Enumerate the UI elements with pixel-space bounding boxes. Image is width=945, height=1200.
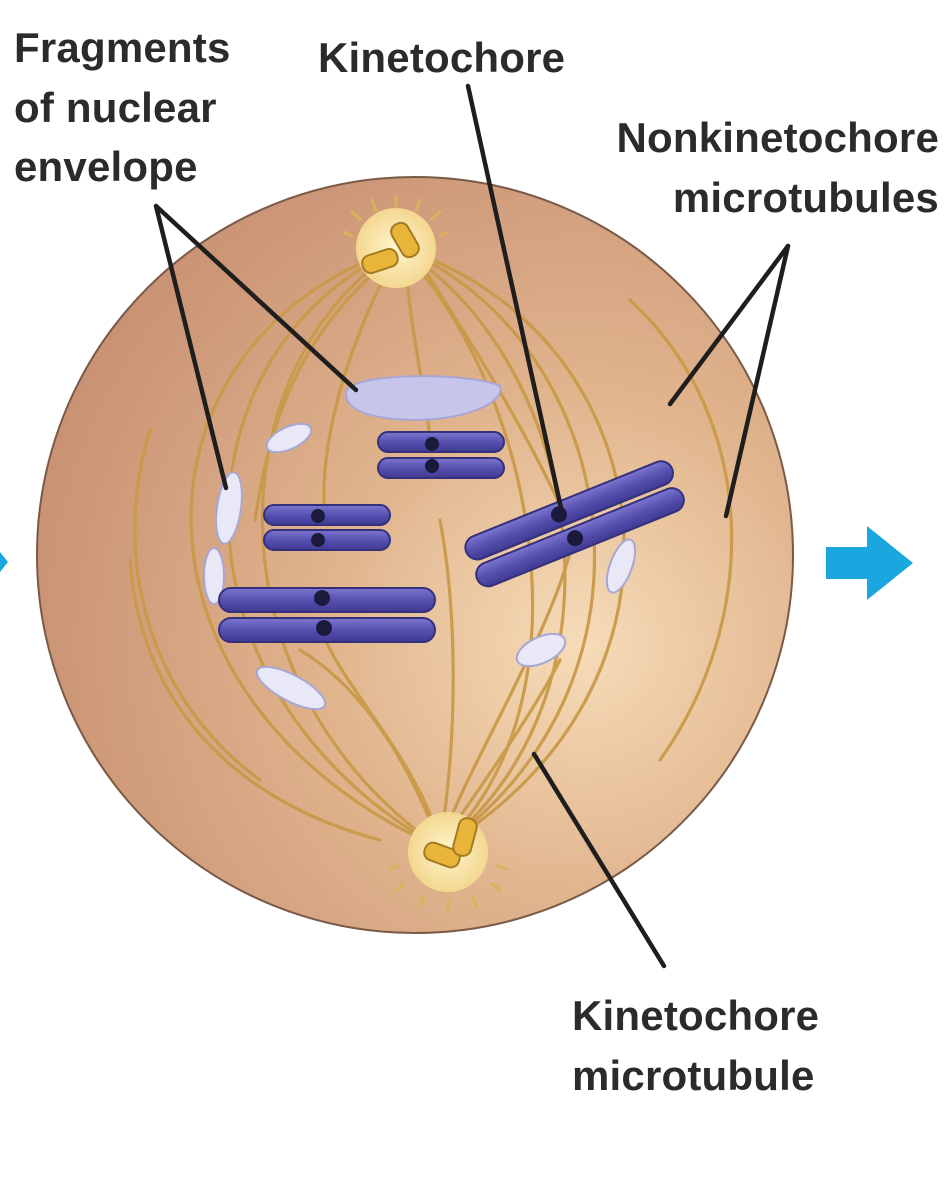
chromosome: [464, 460, 685, 588]
leader-nonkin-a: [667, 243, 791, 407]
centrosome-top: [342, 194, 450, 288]
spindle-microtubules: [128, 246, 734, 850]
label-nonkinetochore-microtubules: Nonkinetochore microtubules: [617, 108, 940, 227]
leader-fragments-b: [153, 203, 359, 393]
nuclear-envelope-fragments: [203, 375, 637, 711]
label-line: Kinetochore: [318, 34, 566, 81]
leader-lines: [153, 83, 791, 969]
leader-nonkin-b: [723, 243, 791, 519]
chromosome: [263, 504, 391, 551]
label-fragments-of-nuclear-envelope: Fragments of nuclear envelope: [14, 18, 231, 197]
label-line: envelope: [14, 143, 198, 191]
label-line: Fragments: [14, 24, 231, 71]
chromosome: [218, 587, 436, 643]
previous-arrow-icon: [0, 552, 8, 572]
label-line: microtubules: [672, 173, 939, 221]
leader-kinetochore-microtubule: [531, 751, 667, 969]
label-line: of nuclear: [14, 83, 217, 131]
right-arrow-icon: [826, 526, 913, 600]
leader-fragments-a: [153, 203, 229, 491]
label-kinetochore: Kinetochore: [318, 28, 565, 88]
cell: [36, 176, 794, 934]
label-line: microtubule: [572, 1051, 815, 1099]
label-line: Nonkinetochore: [616, 114, 939, 161]
leader-kinetochore: [465, 83, 564, 511]
centrosome-bottom: [388, 812, 508, 912]
label-kinetochore-microtubule: Kinetochore microtubule: [572, 986, 819, 1105]
label-line: Kinetochore: [572, 992, 820, 1039]
chromosome: [377, 431, 505, 479]
